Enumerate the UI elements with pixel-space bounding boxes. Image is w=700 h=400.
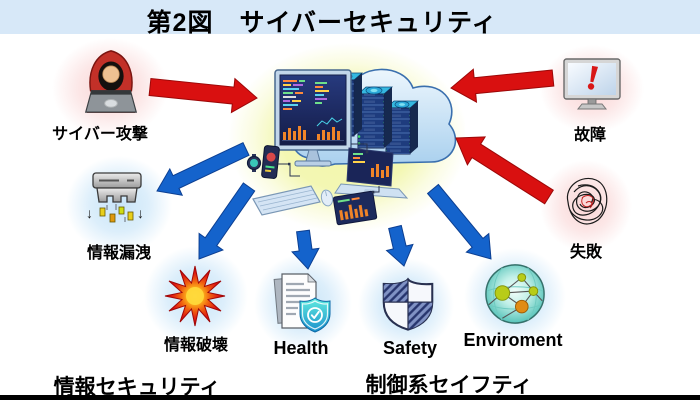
explosion-burst-icon <box>164 265 226 327</box>
mouse <box>320 189 334 207</box>
data-leak-icon: ↓ ↓ <box>86 172 144 223</box>
label-info-destruction: 情報破壊 <box>163 337 229 354</box>
arrow-mistake <box>455 136 554 205</box>
desktop-monitor <box>274 69 352 167</box>
label-control-safety: 制御系セイフティ <box>365 374 533 397</box>
figure-title: 第2図 サイバーセキュリティ <box>146 9 498 37</box>
network-connectors <box>278 143 380 194</box>
globe-network-icon <box>485 264 545 324</box>
smartwatch <box>246 154 262 172</box>
label-information-security: 情報セキュリティ <box>53 376 221 399</box>
scribble-tangle-icon <box>566 177 608 225</box>
quartered-shield-icon <box>382 277 434 331</box>
label-info-leak: 情報漏洩 <box>86 245 152 262</box>
label-safety: Safety <box>382 338 438 358</box>
label-environment: Enviroment <box>463 330 563 350</box>
tablet <box>332 190 378 226</box>
keyboard <box>252 185 321 216</box>
label-cyber-attack: サイバー攻撃 <box>52 126 148 143</box>
smartphone <box>261 145 280 179</box>
code-lines <box>283 80 329 110</box>
error-monitor-icon <box>563 58 621 110</box>
label-fault: 故障 <box>573 127 607 144</box>
hacker-laptop-icon <box>84 50 138 113</box>
arrow-fault <box>450 68 555 103</box>
label-mistake: 失敗 <box>569 244 603 261</box>
glow-mistake <box>540 160 632 252</box>
down-arrow-glyph: ↓ <box>137 205 144 221</box>
figure-title-bar: 第2図 サイバーセキュリティ <box>0 0 700 37</box>
cloud-computing-illustration <box>228 43 465 233</box>
document-shield-icon <box>273 273 331 333</box>
screen-bar-chart <box>282 117 344 141</box>
glow-info-leak <box>66 156 172 254</box>
figure-bottom-border <box>0 395 700 400</box>
down-arrow-glyph: ↓ <box>86 205 93 221</box>
label-health: Health <box>273 338 329 358</box>
